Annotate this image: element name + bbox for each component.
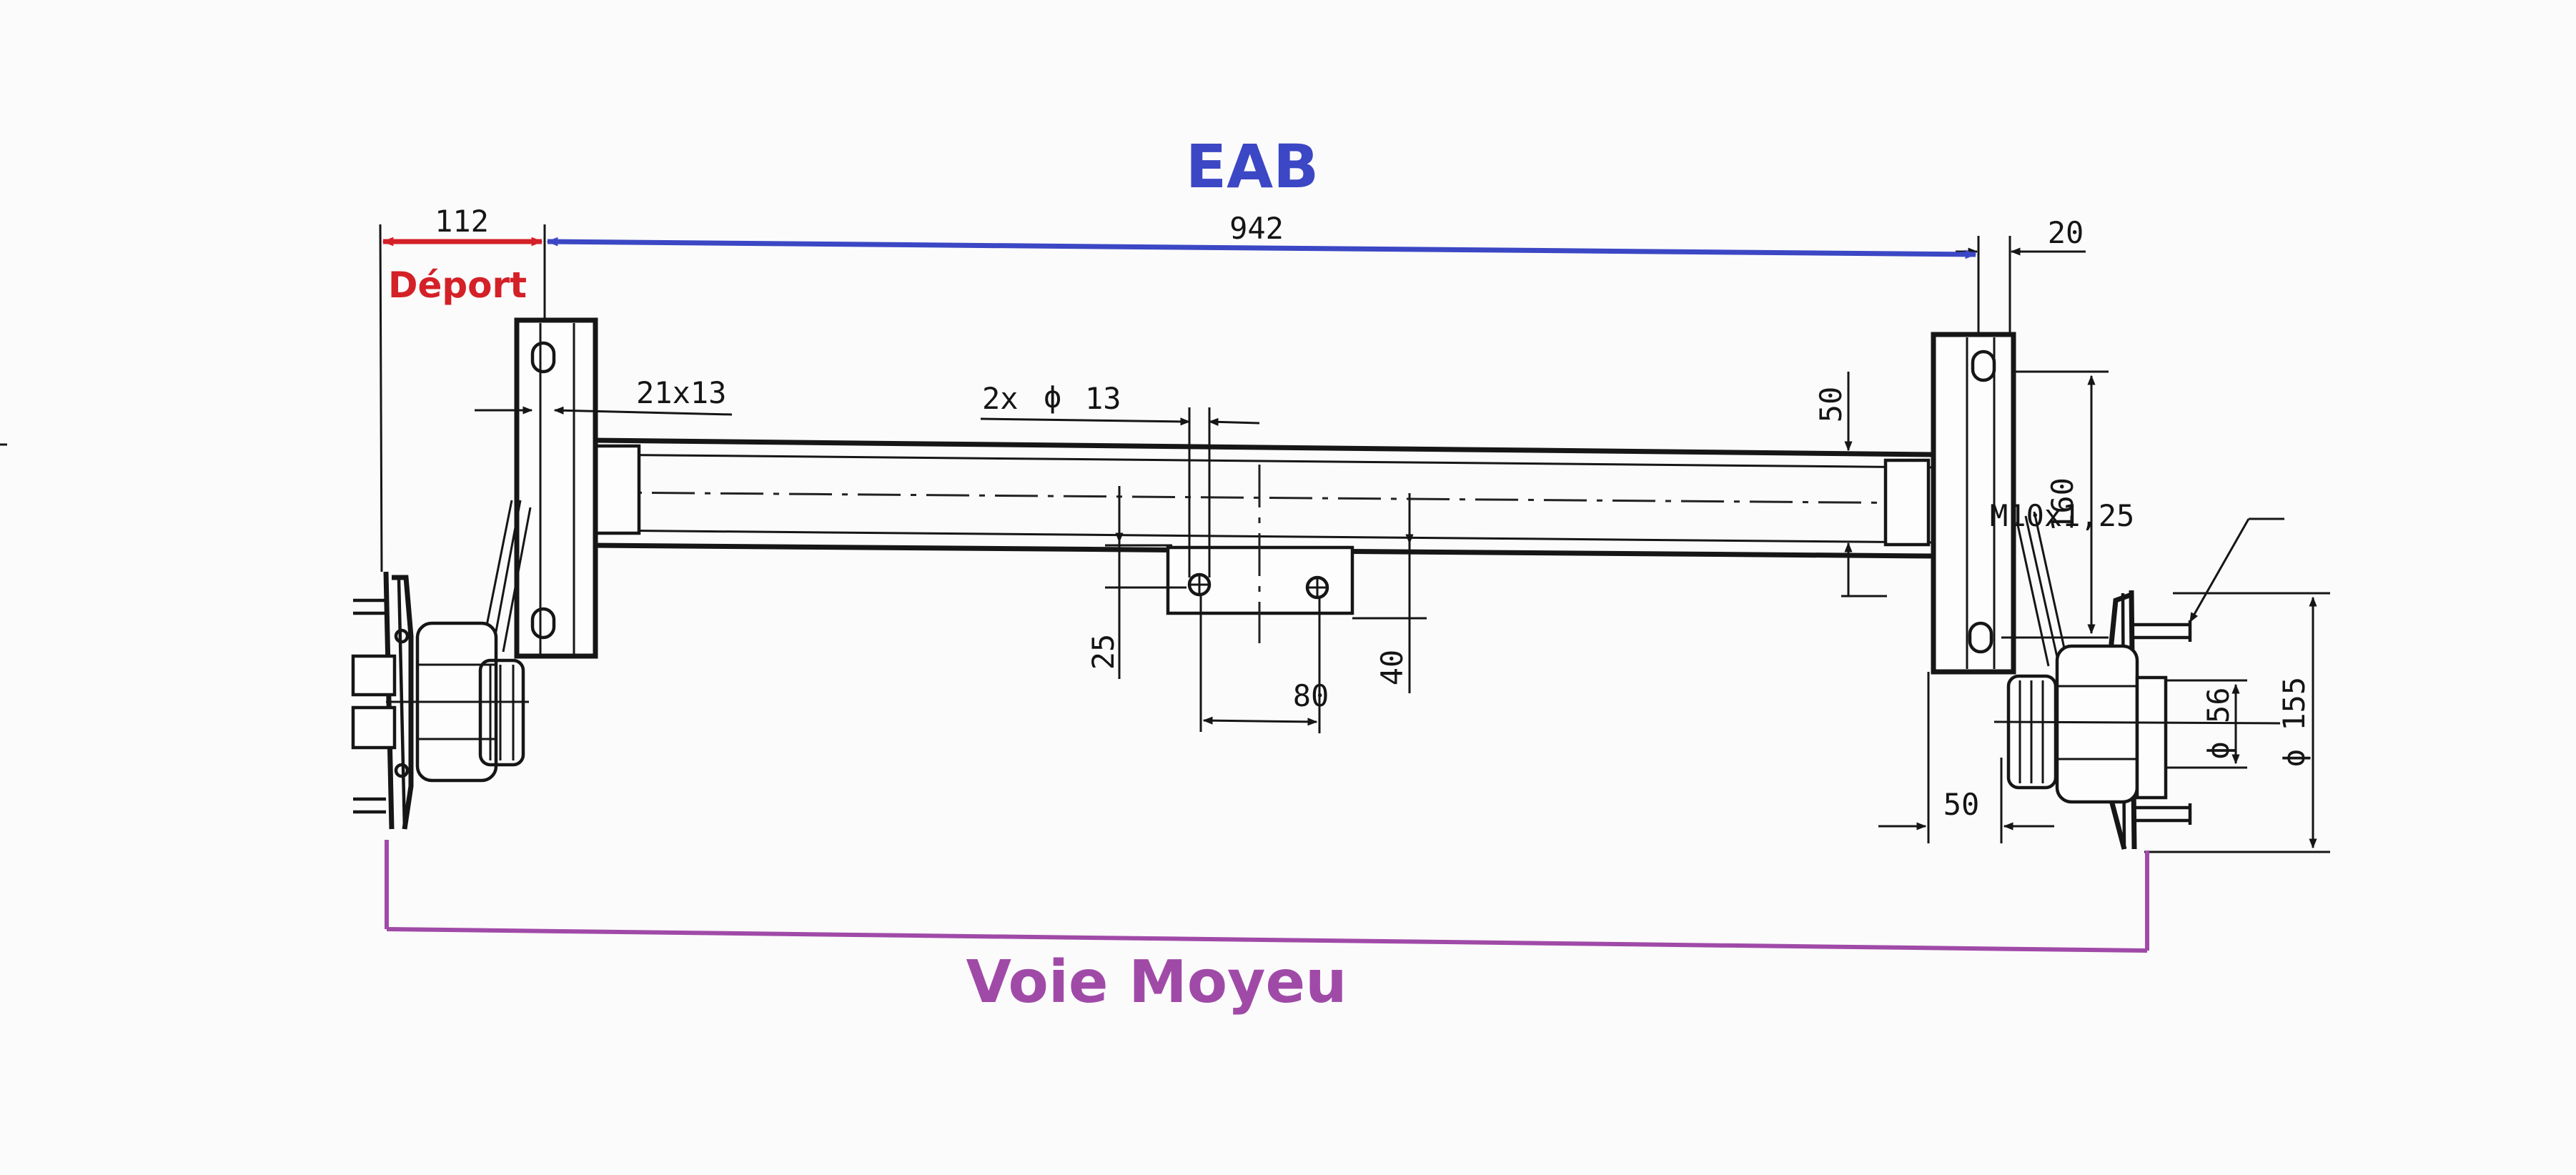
dimension-lines — [379, 224, 2330, 953]
dim-phi-56: ϕ 56 — [2201, 687, 2236, 759]
right-hub — [1993, 590, 2281, 850]
left-bracket — [482, 317, 598, 659]
dim-25: 25 — [1086, 634, 1121, 670]
dim-942: 942 — [1229, 211, 1284, 246]
voie-moyeu-label: Voie Moyeu — [966, 948, 1347, 1016]
dim-112: 112 — [435, 204, 489, 239]
dim-50-bottom: 50 — [1943, 787, 1980, 822]
dim-80: 80 — [1293, 678, 1329, 713]
left-hub — [351, 571, 529, 830]
dim-m10: M10x1,25 — [1990, 498, 2134, 533]
dim-50-top: 50 — [1813, 387, 1848, 423]
dim-21x13: 21x13 — [636, 375, 726, 410]
dim-phi-holes: ϕ — [1044, 380, 1061, 415]
deport-label: Déport — [388, 264, 527, 306]
dim-160: 160 — [2045, 477, 2080, 532]
dim-13: 13 — [1085, 381, 1121, 416]
dim-40: 40 — [1374, 650, 1410, 686]
right-bracket — [1931, 332, 2069, 675]
axle-beam — [514, 437, 2023, 559]
dim-phi-155: ϕ 155 — [2277, 677, 2312, 767]
eab-label: EAB — [1186, 132, 1319, 202]
dim-2x: 2x — [982, 381, 1019, 416]
center-plate — [1166, 465, 1354, 643]
dim-20: 20 — [2048, 215, 2084, 250]
